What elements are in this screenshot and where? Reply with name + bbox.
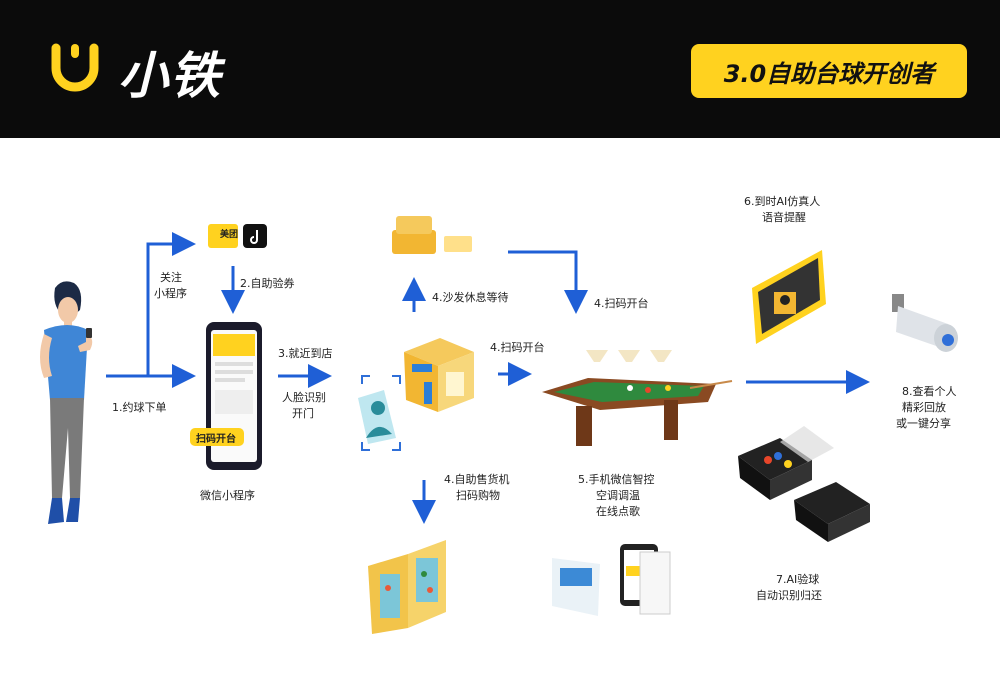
vending-label-2: 扫码购物 — [456, 489, 500, 502]
step-1-label: 1.约球下单 — [112, 401, 167, 414]
meituan-label: 美团 — [220, 230, 239, 240]
flow-arrows — [106, 232, 870, 524]
tiktok-icon — [243, 224, 267, 248]
follow-label-2: 小程序 — [154, 287, 187, 300]
face-label-1: 人脸识别 — [282, 391, 326, 404]
scan-open-table-button — [190, 428, 244, 446]
face-recognition-graphic — [358, 375, 401, 451]
step-3-label: 3.就近到店 — [278, 347, 333, 360]
ai-ball-label-2: 自动识别归还 — [756, 589, 822, 602]
ai-ball-label-1: 7.AI验球 — [776, 573, 820, 586]
sofa-label: 4.沙发休息等待 — [432, 291, 509, 304]
slogan-badge: 3.0自助台球开创者 — [691, 44, 967, 98]
vending-machine-graphic — [368, 540, 446, 634]
ac-phone-graphic — [552, 544, 671, 616]
store-building-graphic — [404, 338, 474, 412]
control-label-3: 在线点歌 — [596, 505, 640, 518]
flow-diagram-panel: 1.约球下单 关注 小程序 2.自助验券 3.就近到店 人脸识别 开门 微信小程… — [0, 138, 1000, 680]
ball-boxes-graphic — [738, 426, 870, 542]
face-label-2: 开门 — [292, 407, 314, 420]
phone-mockup — [190, 322, 262, 470]
header-bar: 小铁 3.0自助台球开创者 — [0, 0, 1000, 138]
pool-table-graphic — [542, 350, 733, 446]
step-2-label: 2.自助验券 — [240, 277, 295, 290]
scan-center-label: 4.扫码开台 — [490, 341, 545, 354]
brand-name: 小铁 — [118, 47, 222, 105]
sofa-graphic — [392, 216, 472, 254]
logo-u-icon — [51, 43, 99, 92]
ai-voice-label-1: 6.到时AI仿真人 — [744, 195, 821, 208]
woman-figure — [40, 281, 93, 524]
control-label-1: 5.手机微信智控 — [578, 473, 655, 486]
review-label-3: 或一键分享 — [896, 417, 951, 430]
flow-diagram — [40, 216, 958, 634]
review-label-1: 8.查看个人 — [902, 385, 957, 398]
scan-top-label: 4.扫码开台 — [594, 297, 649, 310]
ai-monitor-graphic — [752, 250, 826, 344]
review-label-2: 精彩回放 — [902, 401, 946, 414]
control-label-2: 空调调温 — [596, 489, 640, 502]
security-camera-graphic — [892, 294, 958, 352]
follow-label-1: 关注 — [160, 271, 182, 284]
phone-scan-button-label: 扫码开台 — [196, 434, 236, 445]
meituan-icon — [208, 224, 238, 248]
ai-voice-label-2: 语音提醒 — [762, 211, 806, 224]
vending-label-1: 4.自助售货机 — [444, 473, 510, 486]
wechat-miniapp-label: 微信小程序 — [200, 489, 255, 502]
